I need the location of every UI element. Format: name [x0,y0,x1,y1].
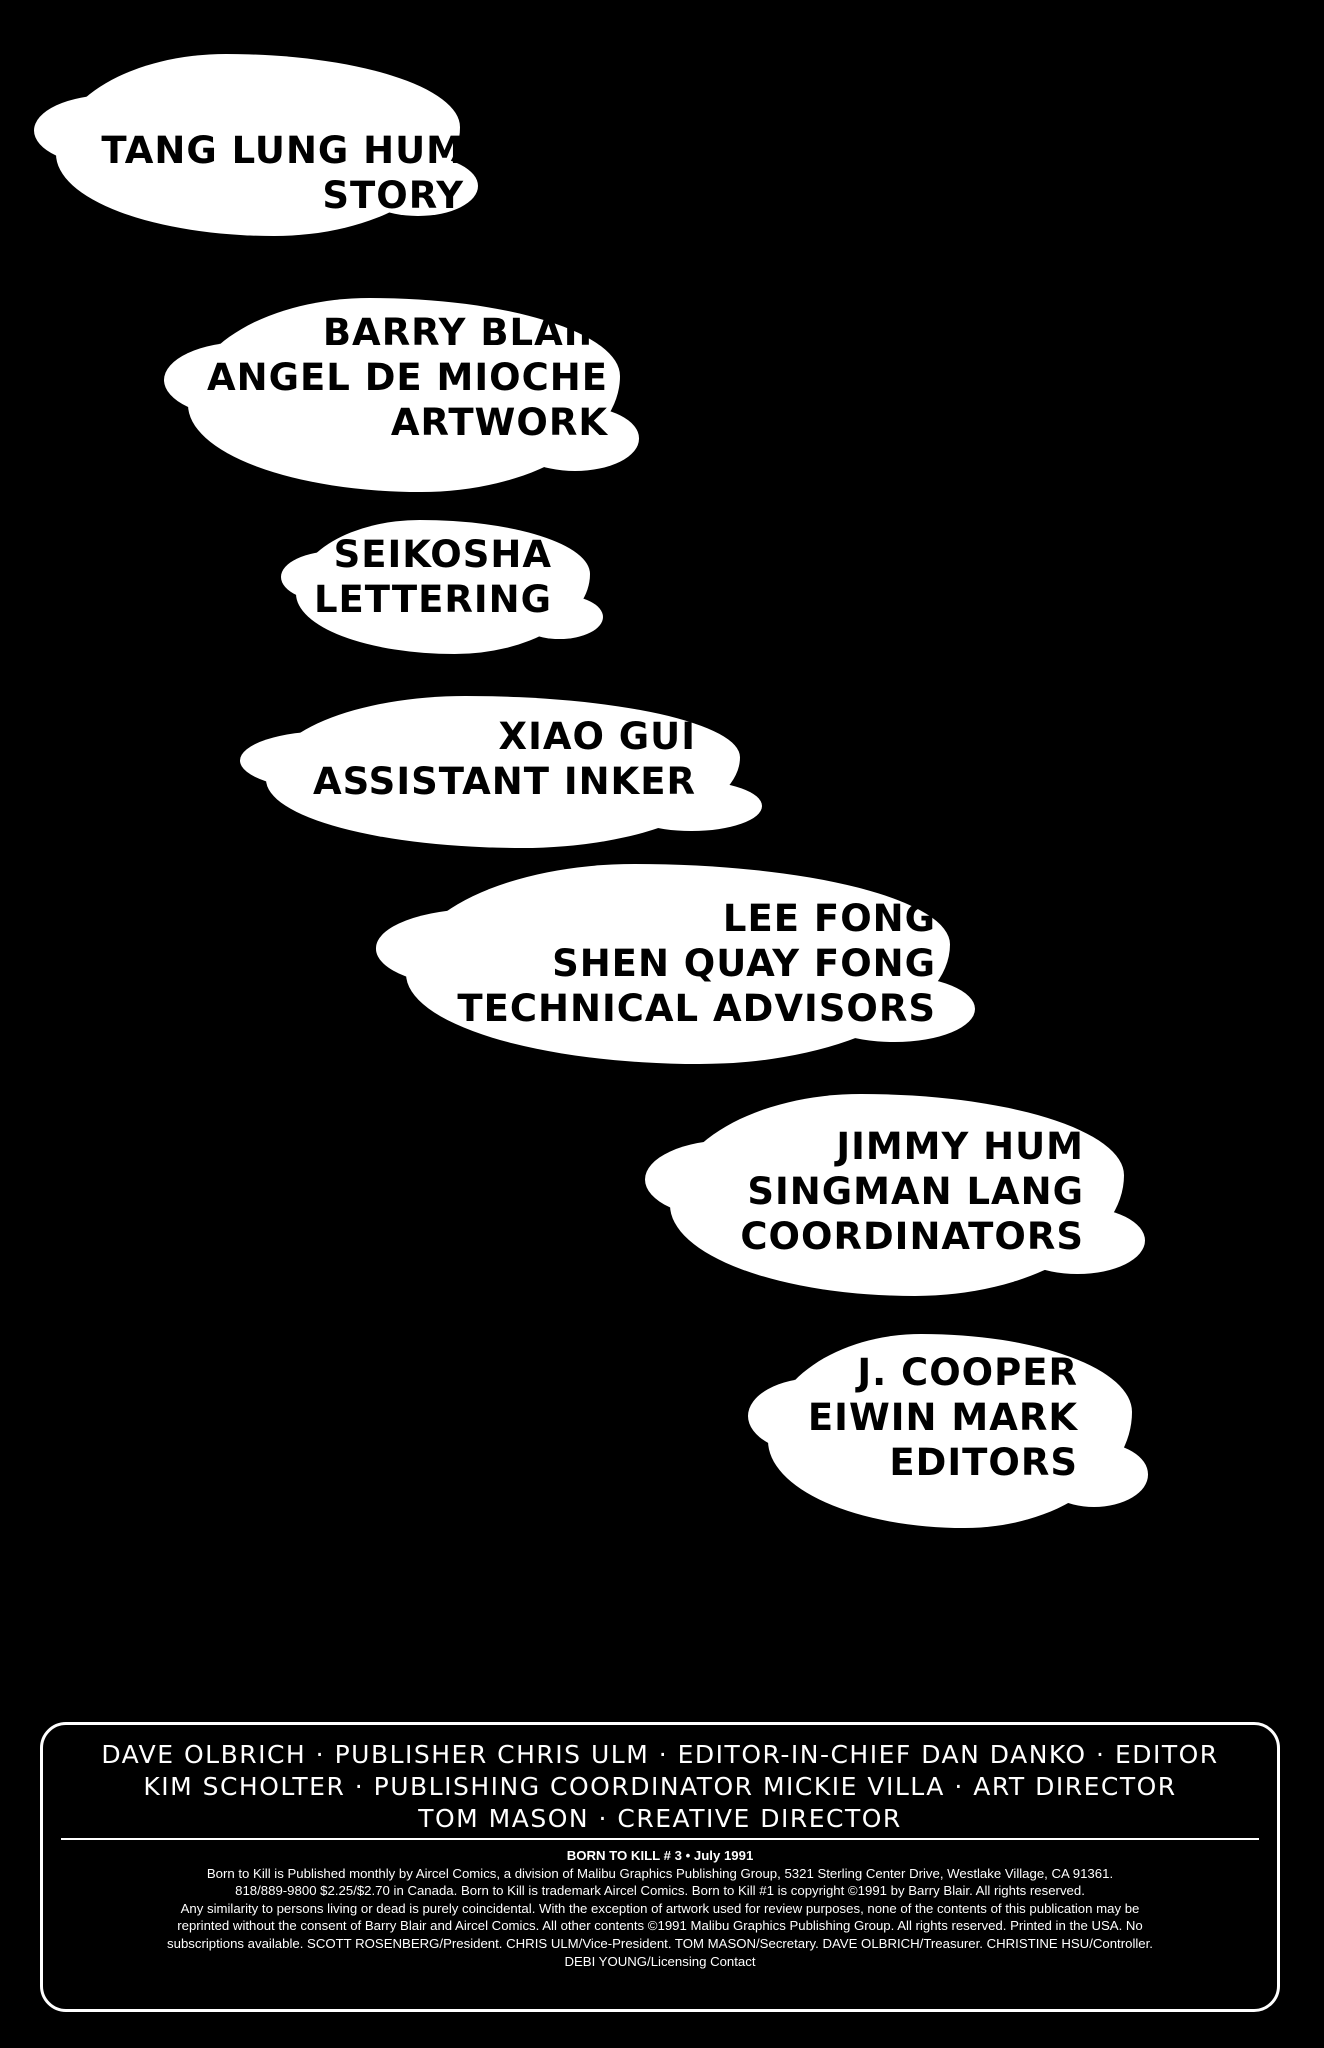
credit-advisors: LEE FONG SHEN QUAY FONG TECHNICAL ADVISO… [457,896,936,1031]
credit-name: TANG LUNG HUM [101,129,464,172]
credit-role: STORY [322,174,464,217]
staff-line: DAVE OLBRICH · PUBLISHER CHRIS ULM · EDI… [101,1740,1219,1769]
credit-blob-advisors [375,866,975,1062]
credit-name: BARRY BLAIR [322,311,608,354]
credit-role: ASSISTANT INKER [313,760,696,803]
credit-role: COORDINATORS [740,1215,1084,1258]
credit-blob-artwork [164,300,640,490]
credit-blob-inker [239,698,762,846]
credit-name: SEIKOSHA [333,533,552,576]
credit-name: XIAO GUI [498,715,696,758]
credit-name: SINGMAN LANG [747,1170,1084,1213]
credit-lettering: SEIKOSHA LETTERING [314,532,552,622]
credit-blob-lettering [280,522,603,652]
credit-role: LETTERING [313,578,552,621]
legal-line: Born to Kill is Published monthly by Air… [206,1865,1114,1881]
divider [61,1838,1259,1840]
credit-name: EIWIN MARK [807,1396,1078,1439]
credit-artwork: BARRY BLAIR ANGEL DE MIOCHE ARTWORK [207,310,608,445]
credit-role: EDITORS [889,1441,1078,1484]
staff-line: KIM SCHOLTER · PUBLISHING COORDINATOR MI… [143,1772,1177,1801]
credit-name: LEE FONG [722,897,936,940]
legal-line: subscriptions available. SCOTT ROSENBERG… [167,1935,1153,1951]
credit-editors: J. COOPER EIWIN MARK EDITORS [808,1350,1078,1485]
legal-line: Any similarity to persons living or dead… [180,1900,1140,1916]
credit-blob-story [34,56,478,234]
credit-role: ARTWORK [390,401,608,444]
credit-name: JIMMY HUM [836,1125,1084,1168]
indicia-box: DAVE OLBRICH · PUBLISHER CHRIS ULM · EDI… [40,1722,1280,2012]
legal-line: 818/889-9800 $2.25/$2.70 in Canada. Born… [235,1883,1085,1899]
legal-text: BORN TO KILL # 3 • July 1991 Born to Kil… [103,1847,1217,1970]
credit-coordinators: JIMMY HUM SINGMAN LANG COORDINATORS [740,1124,1084,1259]
credit-name: J. COOPER [857,1351,1078,1394]
credit-inker: XIAO GUI ASSISTANT INKER [313,714,696,804]
credit-name: ANGEL DE MIOCHE [206,356,608,399]
issue-title: BORN TO KILL # 3 • July 1991 [566,1848,754,1863]
credit-name: SHEN QUAY FONG [552,942,936,985]
staff-line: TOM MASON · CREATIVE DIRECTOR [418,1804,902,1833]
credit-blob-coordinators [645,1096,1145,1294]
credit-story: TANG LUNG HUM STORY [101,128,464,218]
legal-line: DEBI YOUNG/Licensing Contact [564,1953,756,1969]
credit-role: TECHNICAL ADVISORS [457,987,936,1030]
legal-line: reprinted without the consent of Barry B… [177,1918,1143,1934]
credit-blob-editors [748,1336,1148,1526]
